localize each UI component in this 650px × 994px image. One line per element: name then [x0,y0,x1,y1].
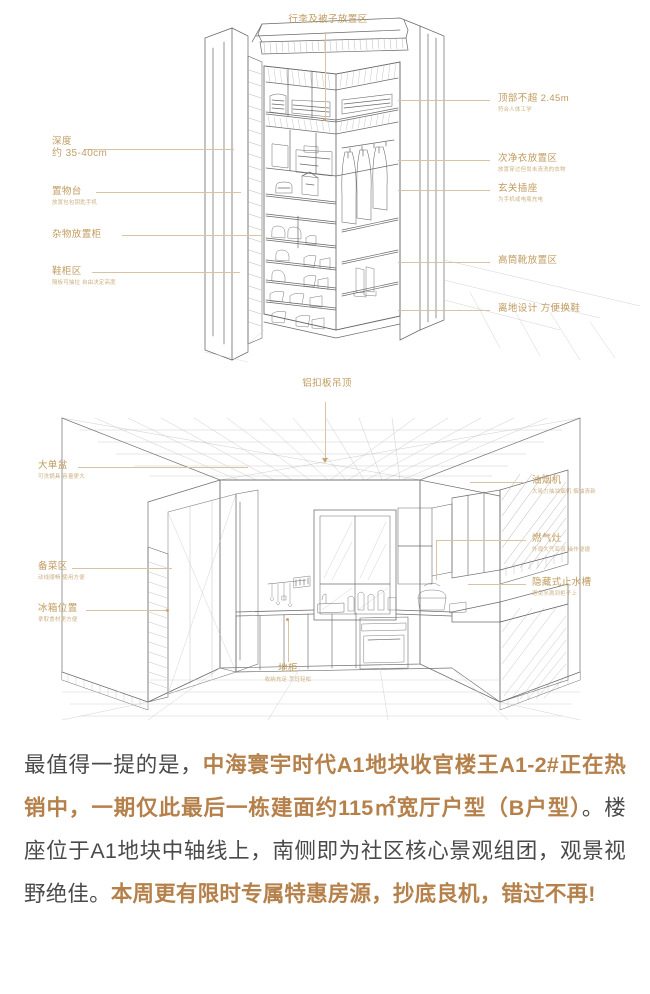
leader-line-prep-zone [72,568,172,569]
leader-line-gas-stove-drop [436,540,437,580]
label-base-cabinet: 地柜 收纳充足 烹饪轻松 [264,663,312,683]
leader-line-big-sink [78,467,248,468]
label-entryway-socket: 玄关插座 为手机或电瓶充电 [498,183,544,203]
label-depth: 深度 约 35-40cm [52,136,108,159]
promo-paragraph: 最值得一提的是，中海寰宇时代A1地块收官楼王A1-2#正在热销中，一期仅此最后一… [24,744,626,916]
leader-line-semi-clean [398,160,490,161]
leader-line-floating-base [398,310,490,311]
label-misc-cabinet: 杂物放置柜 [52,229,102,240]
label-shoe-cabinet-zone: 鞋柜区 隔板可抽拉 自由决定高度 [52,266,116,286]
label-max-top-height: 顶部不超 2.45m 符合人体工学 [498,93,570,113]
closet-sketch-illustration [204,17,641,363]
leader-line-shoe-zone [92,272,240,273]
label-floating-base-design: 离地设计 方便换鞋 [498,303,581,314]
leader-dot-base-cabinet [286,618,289,621]
label-hidden-water-stop-groove: 隐藏式止水槽 避免水溅到柜子上 [532,577,592,597]
copy-plain-location: 。楼座位于A1地块中轴线上，南侧即为社区核心景观组团，观景视野绝佳。 [24,796,626,906]
leader-arrow-ceiling [322,458,328,463]
label-aluminum-panel-ceiling: 铝扣板吊顶 [302,378,352,389]
leader-dot-luggage [323,118,326,121]
leader-line-boot-zone [398,262,490,263]
label-range-hood: 油烟机 大吸力抽油烟机 烟油清新 [532,475,596,495]
label-prep-zone: 备菜区 动线顺畅 使用方便 [38,561,85,581]
leader-line-misc-cabinet [122,235,262,236]
leader-dot-fridge [166,609,169,612]
copy-plain-intro: 最值得一提的是， [24,753,203,777]
promo-copy-block: 最值得一提的是，中海寰宇时代A1地块收官楼王A1-2#正在热销中，一期仅此最后一… [0,726,650,994]
label-console-shelf: 置物台 放置包包钥匙手机 [52,186,98,206]
leader-line-luggage-zone [325,32,326,120]
label-large-single-sink: 大单盆 可洗锅具 容量更大 [38,460,85,480]
leader-line-range-hood [470,482,525,483]
leader-line-top-height [398,100,490,101]
label-luggage-storage-zone: 行李及被子放置区 [288,14,368,25]
label-semi-clean-clothes-zone: 次净衣放置区 放置穿过但尚未清洗的衣物 [498,153,566,173]
kitchen-diagram-panel: 铝扣板吊顶 大单盆 可洗锅具 容量更大 备菜区 动线顺畅 使用方便 冰箱位置 拿… [0,372,650,720]
leader-line-gas-stove [436,540,526,541]
copy-highlight-offer: 本周更有限时专属特惠房源，抄底良机，错过不再! [110,882,596,906]
label-gas-stove: 燃气灶 外观大气亚双 操作便捷 [532,533,591,553]
leader-line-aluminum-ceiling [325,402,326,460]
leader-line-socket [398,190,490,191]
leader-line-console [96,192,241,193]
leader-line-depth [84,149,234,150]
label-tall-boot-zone: 高筒靴放置区 [498,255,558,266]
leader-line-fridge-position [86,610,166,611]
closet-diagram-panel: 行李及被子放置区 深度 约 35-40cm 置物台 放置包包钥匙手机 杂物放置柜… [0,0,650,370]
leader-line-base-cabinet [288,620,289,662]
kitchen-sketch-illustration [61,417,581,720]
copy-highlight-project: 中海寰宇时代A1地块收官楼王A1-2#正在热销中，一期仅此最后一栋建面约115㎡… [24,753,626,820]
leader-line-hidden-water-stop [468,584,526,585]
label-fridge-position: 冰箱位置 拿取食材更方便 [38,603,78,623]
